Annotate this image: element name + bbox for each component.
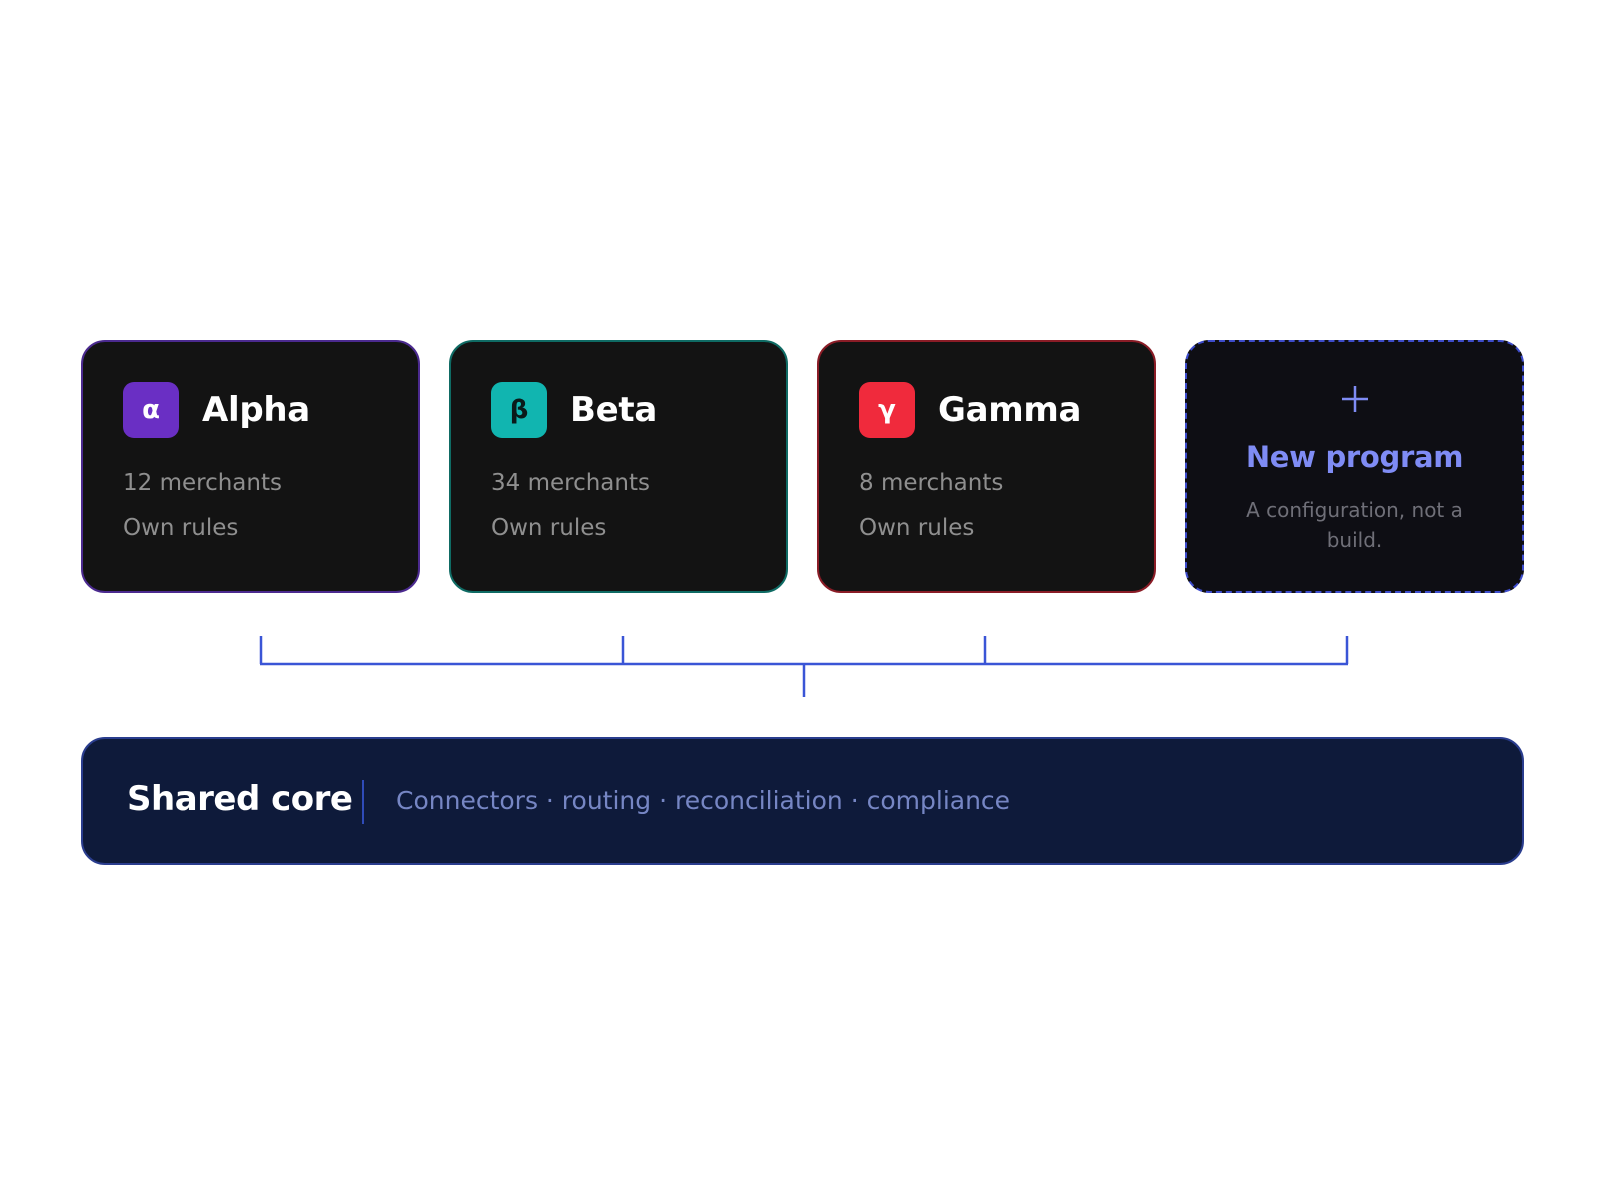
rules-label: Own rules	[123, 515, 239, 541]
program-card-alpha[interactable]: α Alpha 12 merchants Own rules	[81, 340, 420, 593]
alpha-badge-icon: α	[123, 382, 179, 438]
program-name: Beta	[570, 390, 657, 430]
merchant-count: 12 merchants	[123, 470, 282, 496]
shared-core-bar: Shared core Connectors · routing · recon…	[81, 737, 1524, 865]
shared-core-title: Shared core	[127, 779, 353, 819]
core-divider	[362, 780, 364, 824]
program-name: Gamma	[938, 390, 1082, 430]
new-program-card[interactable]: New program A configuration, not a build…	[1185, 340, 1524, 593]
program-card-gamma[interactable]: γ Gamma 8 merchants Own rules	[817, 340, 1156, 593]
card-header: γ Gamma	[859, 382, 1081, 438]
beta-badge-icon: β	[491, 382, 547, 438]
card-header: α Alpha	[123, 382, 310, 438]
gamma-badge-icon: γ	[859, 382, 915, 438]
card-header: β Beta	[491, 382, 657, 438]
program-card-beta[interactable]: β Beta 34 merchants Own rules	[449, 340, 788, 593]
merchant-count: 8 merchants	[859, 470, 1004, 496]
new-program-title: New program	[1245, 440, 1464, 474]
merchant-count: 34 merchants	[491, 470, 650, 496]
plus-icon	[1187, 378, 1522, 422]
program-name: Alpha	[202, 390, 310, 430]
rules-label: Own rules	[491, 515, 607, 541]
new-program-description: A configuration, not a build.	[1246, 498, 1463, 552]
rules-label: Own rules	[859, 515, 975, 541]
shared-core-description: Connectors · routing · reconciliation · …	[396, 786, 1011, 815]
